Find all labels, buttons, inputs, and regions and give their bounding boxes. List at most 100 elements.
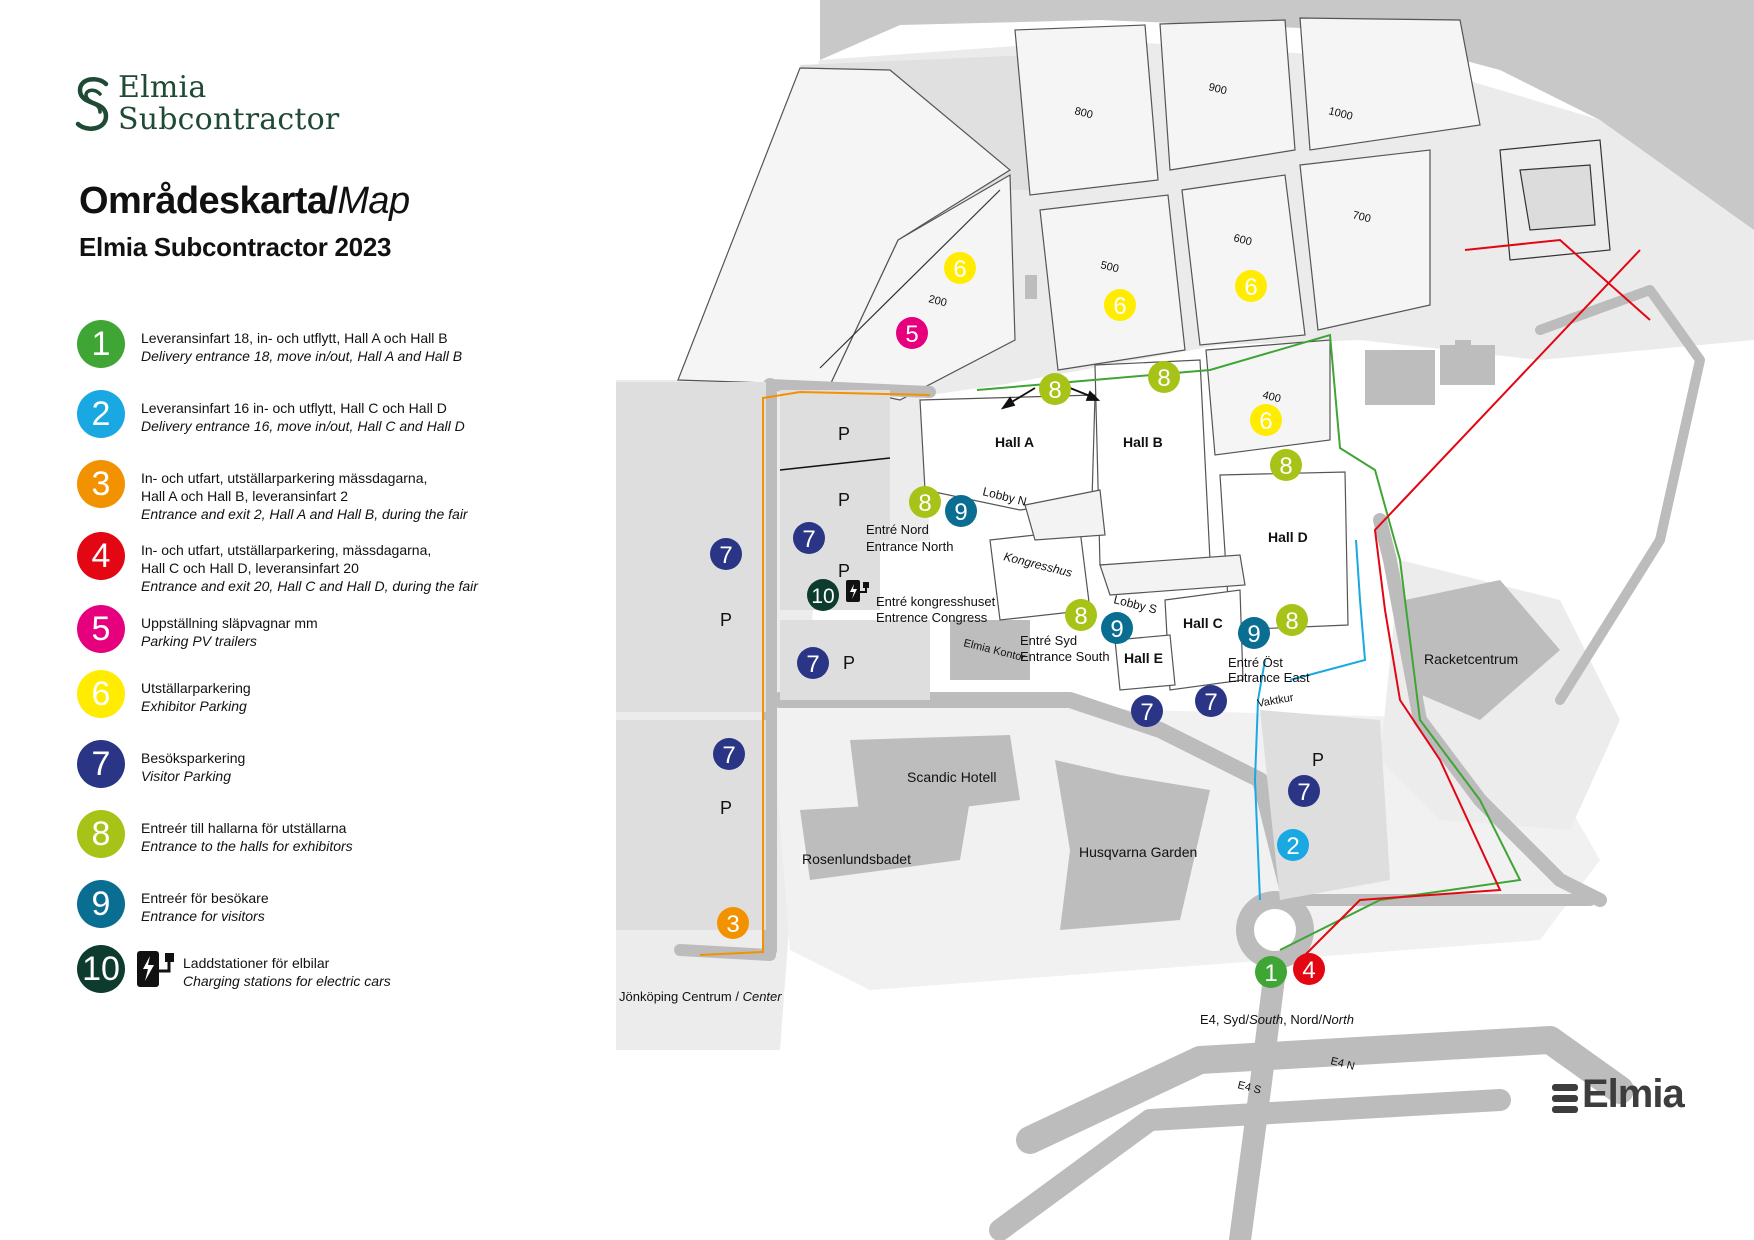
- legend-badge: 8: [77, 810, 125, 858]
- legend-text-en: Delivery entrance 18, move in/out, Hall …: [141, 348, 463, 364]
- parking-p-2: P: [838, 490, 850, 510]
- legend-badge: 4: [77, 532, 125, 580]
- hall-b-shape: [1094, 359, 1211, 566]
- other-buildings: [800, 275, 1560, 930]
- marker-7e: 7: [1131, 695, 1163, 727]
- svg-text:6: 6: [1259, 408, 1272, 435]
- legend-text-en: Entrance for visitors: [141, 908, 265, 924]
- marker-7d: 7: [713, 738, 745, 770]
- legend-text-sv: Laddstationer för elbilar: [183, 955, 330, 971]
- map-markers: 1 4 2 3 5 6 6 6 6 7 7 7 7 7 7 7 8 8 8 8 …: [710, 252, 1325, 988]
- logo-line-2: Subcontractor: [118, 102, 340, 137]
- route-2: [1253, 659, 1266, 901]
- exhibition-halls: [919, 359, 1349, 691]
- legend-text-sv-2: Hall A och Hall B, leveransinfart 2: [141, 488, 348, 504]
- legend-text-sv: In- och utfart, utställarparkering mässd…: [141, 470, 428, 486]
- svg-text:7: 7: [719, 542, 732, 569]
- svg-text:8: 8: [1279, 453, 1292, 480]
- racketcentrum-label: Racketcentrum: [1424, 651, 1518, 667]
- lot-800: 800: [1073, 105, 1094, 121]
- entrance-east-en: Entrance East: [1228, 670, 1310, 685]
- husqvarna-garden-shape: [1055, 760, 1210, 930]
- e4-label: E4, Syd/South, Nord/North: [1200, 1012, 1354, 1027]
- svg-text:2: 2: [1286, 833, 1299, 860]
- legend-badge: 3: [77, 460, 125, 508]
- e4n-label: E4 N: [1329, 1055, 1356, 1073]
- parking-divider: [779, 457, 891, 471]
- lot-1000: 1000: [1327, 105, 1354, 123]
- arrow-right-icon: [1085, 390, 1101, 401]
- racketcentrum-shape: [1405, 580, 1560, 720]
- marker-6c: 6: [1235, 270, 1267, 302]
- legend-text-en: Visitor Parking: [141, 768, 232, 784]
- scandic-hotell-shape: [850, 735, 1020, 820]
- svg-text:7: 7: [802, 526, 815, 553]
- svg-text:8: 8: [1285, 608, 1298, 635]
- logo-wordmark: Elmia Subcontractor: [118, 72, 339, 136]
- legend-text-en: Charging stations for electric cars: [183, 973, 391, 989]
- svg-text:7: 7: [1297, 779, 1310, 806]
- marker-7f: 7: [1195, 685, 1227, 717]
- svg-text:1: 1: [1264, 960, 1277, 987]
- lot-700: 700: [1351, 209, 1372, 225]
- lobby-s-shape: [1099, 554, 1246, 596]
- marker-8f: 8: [1276, 604, 1308, 636]
- legend-text-sv: Entreér till hallarna för utställarna: [141, 820, 347, 836]
- svg-text:8: 8: [918, 490, 931, 517]
- marker-3: 3: [717, 907, 749, 939]
- lot-200: 200: [927, 293, 948, 309]
- hall-e-label: Hall E: [1124, 650, 1163, 666]
- route-1: [976, 333, 1522, 951]
- exhibitor-lots: [677, 17, 1481, 456]
- hall-d-label: Hall D: [1268, 529, 1308, 545]
- brand-logo: Elmia Subcontractor: [74, 72, 394, 142]
- entrance-east-sv: Entré Öst: [1228, 655, 1283, 670]
- center-label: Jönköping Centrum / Center: [619, 989, 782, 1004]
- marker-7g: 7: [1288, 775, 1320, 807]
- legend-text-en: Entrance to the halls for exhibitors: [141, 838, 353, 854]
- lot-400: 400: [1261, 389, 1282, 405]
- marker-6d: 6: [1250, 404, 1282, 436]
- legend-text-sv: Entreér för besökare: [141, 890, 269, 906]
- svg-text:3: 3: [726, 911, 739, 938]
- route-3: [699, 390, 931, 956]
- rosenlundsbadet-shape: [800, 800, 970, 880]
- parking-p-4: P: [843, 653, 855, 673]
- corner-logo-word: Elmia: [1582, 1072, 1685, 1116]
- vaktkur-label: Vaktkur: [1256, 692, 1294, 710]
- marker-2: 2: [1277, 829, 1309, 861]
- svg-text:8: 8: [1048, 377, 1061, 404]
- svg-text:6: 6: [1244, 274, 1257, 301]
- route-4: [1299, 249, 1641, 961]
- svg-text:8: 8: [1157, 365, 1170, 392]
- parking-p-7: P: [1312, 750, 1324, 770]
- svg-text:8: 8: [1074, 603, 1087, 630]
- route-2-b: [1289, 539, 1367, 681]
- legend-badge: 6: [77, 670, 125, 718]
- marker-4: 4: [1293, 953, 1325, 985]
- svg-text:5: 5: [905, 321, 918, 348]
- legend-text-en: Entrance and exit 20, Hall C and Hall D,…: [141, 578, 478, 594]
- lot-500: 500: [1099, 259, 1120, 275]
- legend-badge: 9: [77, 880, 125, 928]
- elmia-kontor-shape: [950, 620, 1030, 680]
- svg-text:6: 6: [953, 256, 966, 283]
- husqvarna-garden-label: Husqvarna Garden: [1079, 844, 1197, 860]
- svg-text:7: 7: [806, 651, 819, 678]
- entrance-south-sv: Entré Syd: [1020, 633, 1077, 648]
- parking-p-5: P: [720, 610, 732, 630]
- marker-7b: 7: [793, 522, 825, 554]
- legend-text-sv: Leveransinfart 18, in- och utflytt, Hall…: [141, 330, 448, 346]
- svg-text:10: 10: [811, 585, 834, 608]
- ev-charger-icon: [846, 580, 869, 602]
- svg-text:7: 7: [1204, 689, 1217, 716]
- arrow-left-icon: [1000, 396, 1016, 410]
- parking-p-1: P: [838, 424, 850, 444]
- svg-text:9: 9: [1110, 616, 1123, 643]
- legend-text-sv: Leveransinfart 16 in- och utflytt, Hall …: [141, 400, 447, 416]
- marker-8b: 8: [1148, 361, 1180, 393]
- route-4-b: [1464, 238, 1651, 321]
- title-sv: Områdeskarta/: [79, 180, 338, 222]
- lobby-n-shape: [1024, 489, 1106, 541]
